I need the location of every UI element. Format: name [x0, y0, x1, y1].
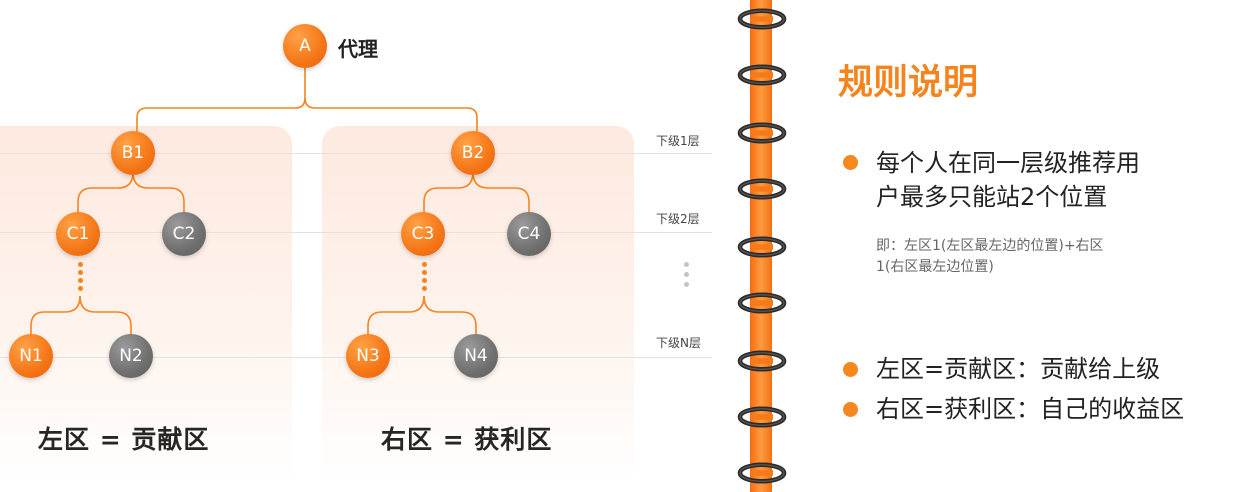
- tree-connectors: [0, 0, 712, 492]
- node-n2: N2: [109, 334, 153, 378]
- node-c2: C2: [162, 212, 206, 256]
- rule-note-line-2: 1(右区最左边位置): [876, 257, 1176, 278]
- binder-ring-icon: [736, 350, 788, 372]
- bullet-dot: [843, 402, 858, 417]
- rule-3: 右区=获利区：自己的收益区: [876, 393, 1184, 425]
- root-label: 代理: [338, 33, 378, 62]
- rule-1-line-1: 每个人在同一层级推荐用: [876, 147, 1140, 179]
- rule-note-line-1: 即：左区1(左区最左边的位置)+右区: [876, 236, 1176, 257]
- right-ellipsis-dots: [422, 262, 426, 294]
- bullet-dot: [843, 155, 858, 170]
- binder-ring-icon: [736, 8, 788, 30]
- binder-ring-icon: [736, 178, 788, 200]
- rule-2: 左区=贡献区：贡献给上级: [876, 353, 1160, 385]
- rule-note: 即：左区1(左区最左边的位置)+右区 1(右区最左边位置): [876, 236, 1176, 278]
- binder-ring-icon: [736, 236, 788, 258]
- left-zone-title: 左区 = 贡献区: [38, 420, 209, 456]
- rules-title: 规则说明: [838, 54, 978, 105]
- binder-ring-icon: [736, 406, 788, 428]
- binder-ring-icon: [736, 64, 788, 86]
- right-zone-title: 右区 = 获利区: [381, 420, 552, 456]
- binder-ring-icon: [736, 462, 788, 484]
- left-ellipsis-dots: [78, 262, 82, 294]
- node-n1: N1: [9, 334, 53, 378]
- node-n3: N3: [346, 334, 390, 378]
- node-c3: C3: [401, 212, 445, 256]
- binder-ring-icon: [736, 292, 788, 314]
- node-c4: C4: [507, 212, 551, 256]
- bullet-dot: [843, 362, 858, 377]
- vertical-ellipsis-icon: [684, 262, 689, 292]
- node-c1: C1: [56, 212, 100, 256]
- node-a: A: [283, 24, 327, 68]
- rule-1-line-2: 户最多只能站2个位置: [876, 181, 1107, 213]
- node-b1: B1: [111, 131, 155, 175]
- node-b2: B2: [451, 131, 495, 175]
- node-n4: N4: [454, 334, 498, 378]
- binder-ring-icon: [736, 122, 788, 144]
